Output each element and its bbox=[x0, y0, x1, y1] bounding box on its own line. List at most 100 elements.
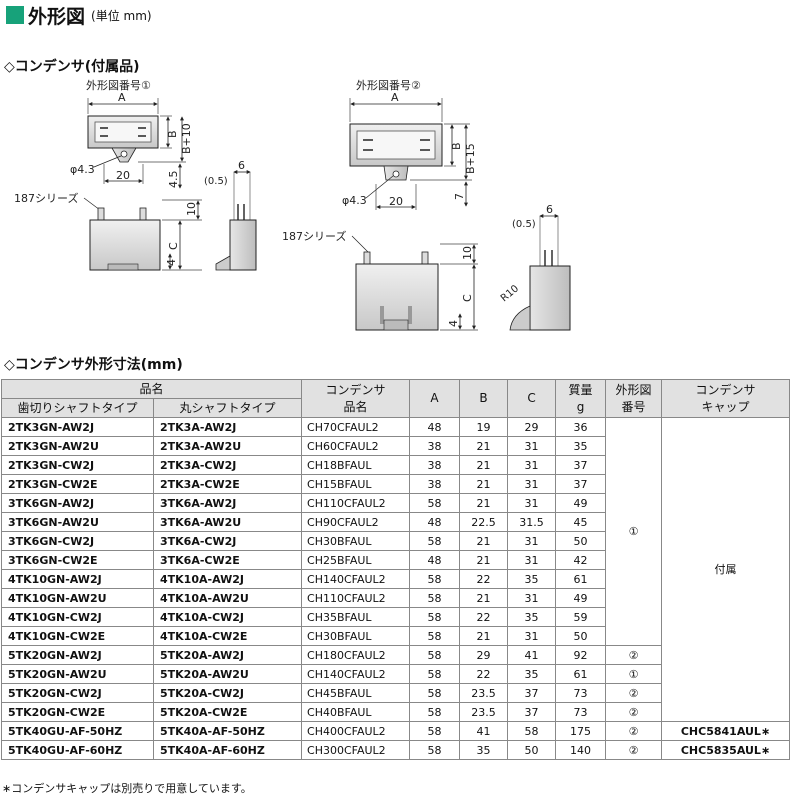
header-mass: 質量 g bbox=[555, 379, 607, 418]
cap-model: CHC5835AUL∗ bbox=[661, 740, 790, 760]
toothed-model: 5TK20GN-AW2J bbox=[1, 645, 154, 665]
fig-no: ② bbox=[605, 702, 663, 722]
header-round-shaft: 丸シャフトタイプ bbox=[152, 398, 303, 418]
dim-b: 21 bbox=[459, 531, 509, 551]
outline-figure-2: 外形図番号② A B B+15 φ4.3 20 7 187シリーズ bbox=[282, 79, 571, 331]
dim-b: 21 bbox=[459, 493, 509, 513]
fig1-dim-phi: φ4.3 bbox=[70, 163, 95, 176]
round-model: 4TK10A-CW2E bbox=[152, 626, 303, 646]
capacitor-model: CH45BFAUL bbox=[301, 683, 411, 703]
toothed-model: 4TK10GN-AW2U bbox=[1, 588, 154, 608]
capacitor-model: CH300CFAUL2 bbox=[301, 740, 411, 760]
round-model: 2TK3A-AW2U bbox=[152, 436, 303, 456]
table-row: 3TK6GN-CW2J 3TK6A-CW2J CH30BFAUL 58 21 3… bbox=[1, 531, 790, 551]
header-c: C bbox=[507, 379, 557, 418]
capacitor-model: CH140CFAUL2 bbox=[301, 569, 411, 589]
header-cap-l2: キャップ bbox=[701, 399, 750, 414]
toothed-model: 2TK3GN-CW2E bbox=[1, 474, 154, 494]
header-product-name: 品名 bbox=[0, 379, 303, 399]
dim-a: 38 bbox=[409, 436, 461, 456]
fig2-dim-10: 10 bbox=[461, 246, 474, 260]
dim-c: 35 bbox=[507, 569, 557, 589]
dim-b: 21 bbox=[459, 436, 509, 456]
capacitor-model: CH400CFAUL2 bbox=[301, 721, 411, 741]
mass: 37 bbox=[555, 455, 607, 475]
dim-b: 41 bbox=[459, 721, 509, 741]
capacitor-model: CH40BFAUL bbox=[301, 702, 411, 722]
dim-a: 58 bbox=[409, 588, 461, 608]
fig-no-group: ① bbox=[605, 417, 663, 646]
toothed-model: 3TK6GN-AW2J bbox=[1, 493, 154, 513]
toothed-model: 5TK40GU-AF-60HZ bbox=[1, 740, 154, 760]
title-marker bbox=[6, 6, 24, 24]
dim-a: 48 bbox=[409, 417, 461, 437]
capacitor-dimension-table: 品名 コンデンサ 品名 A B C 質量 g 外形図 番号 コンデンサ キャップ… bbox=[0, 379, 790, 760]
toothed-model: 3TK6GN-AW2U bbox=[1, 512, 154, 532]
mass: 59 bbox=[555, 607, 607, 627]
round-model: 2TK3A-AW2J bbox=[152, 417, 303, 437]
round-model: 4TK10A-AW2J bbox=[152, 569, 303, 589]
header-fig-no: 外形図 番号 bbox=[605, 379, 663, 418]
round-model: 5TK20A-CW2E bbox=[152, 702, 303, 722]
dim-a: 58 bbox=[409, 702, 461, 722]
dim-c: 58 bbox=[507, 721, 557, 741]
table-row: 5TK20GN-AW2J 5TK20A-AW2J CH180CFAUL2 58 … bbox=[1, 645, 790, 665]
dim-b: 23.5 bbox=[459, 683, 509, 703]
toothed-model: 5TK40GU-AF-50HZ bbox=[1, 721, 154, 741]
round-model: 5TK40A-AF-50HZ bbox=[152, 721, 303, 741]
fig1-dim-4: 4 bbox=[165, 259, 178, 266]
dim-a: 58 bbox=[409, 569, 461, 589]
header-mass-l1: 質量 bbox=[568, 382, 593, 397]
fig2-dim-4: 4 bbox=[447, 320, 460, 327]
toothed-model: 4TK10GN-CW2E bbox=[1, 626, 154, 646]
fig1-dim-b: B bbox=[166, 130, 179, 138]
mass: 175 bbox=[555, 721, 607, 741]
fig2-dim-r10: R10 bbox=[499, 283, 521, 304]
dim-a: 48 bbox=[409, 550, 461, 570]
capacitor-model: CH18BFAUL bbox=[301, 455, 411, 475]
round-model: 5TK40A-AF-60HZ bbox=[152, 740, 303, 760]
fig1-label: 外形図番号① bbox=[86, 79, 151, 92]
round-model: 3TK6A-CW2E bbox=[152, 550, 303, 570]
fig1-dim-10: 10 bbox=[185, 202, 198, 216]
dim-c: 50 bbox=[507, 740, 557, 760]
mass: 37 bbox=[555, 474, 607, 494]
title-text: 外形図 bbox=[28, 5, 86, 28]
table-row: 4TK10GN-AW2J 4TK10A-AW2J CH140CFAUL2 58 … bbox=[1, 569, 790, 589]
unit-note: (単位 mm) bbox=[91, 8, 152, 23]
round-model: 5TK20A-CW2J bbox=[152, 683, 303, 703]
fig1-dim-6: 6 bbox=[238, 159, 245, 172]
capacitor-model: CH30BFAUL bbox=[301, 626, 411, 646]
capacitor-model: CH30BFAUL bbox=[301, 531, 411, 551]
table-row: 4TK10GN-CW2J 4TK10A-CW2J CH35BFAUL 58 22… bbox=[1, 607, 790, 627]
dim-b: 22 bbox=[459, 569, 509, 589]
toothed-model: 2TK3GN-AW2U bbox=[1, 436, 154, 456]
dim-c: 31 bbox=[507, 436, 557, 456]
round-model: 5TK20A-AW2U bbox=[152, 664, 303, 684]
capacitor-model: CH70CFAUL2 bbox=[301, 417, 411, 437]
fig-no: ② bbox=[605, 721, 663, 741]
round-model: 2TK3A-CW2J bbox=[152, 455, 303, 475]
mass: 50 bbox=[555, 531, 607, 551]
capacitor-model: CH60CFAUL2 bbox=[301, 436, 411, 456]
dim-c: 41 bbox=[507, 645, 557, 665]
dim-b: 21 bbox=[459, 626, 509, 646]
footnote: ∗コンデンサキャップは別売りで用意しています。 bbox=[2, 782, 252, 795]
capacitor-model: CH180CFAUL2 bbox=[301, 645, 411, 665]
section-capacitor: ◇コンデンサ(付属品) bbox=[4, 59, 140, 75]
fig1-dim-b10: B+10 bbox=[180, 123, 193, 154]
dim-b: 21 bbox=[459, 550, 509, 570]
dim-a: 58 bbox=[409, 607, 461, 627]
capacitor-model: CH90CFAUL2 bbox=[301, 512, 411, 532]
dim-c: 31.5 bbox=[507, 512, 557, 532]
dim-c: 31 bbox=[507, 626, 557, 646]
dim-a: 58 bbox=[409, 664, 461, 684]
table-row: 5TK20GN-CW2J 5TK20A-CW2J CH45BFAUL 58 23… bbox=[1, 683, 790, 703]
toothed-model: 3TK6GN-CW2J bbox=[1, 531, 154, 551]
dim-c: 31 bbox=[507, 550, 557, 570]
fig1-series-label: 187シリーズ bbox=[14, 191, 78, 205]
mass: 45 bbox=[555, 512, 607, 532]
mass: 92 bbox=[555, 645, 607, 665]
dim-a: 58 bbox=[409, 740, 461, 760]
fig-no: ② bbox=[605, 645, 663, 665]
